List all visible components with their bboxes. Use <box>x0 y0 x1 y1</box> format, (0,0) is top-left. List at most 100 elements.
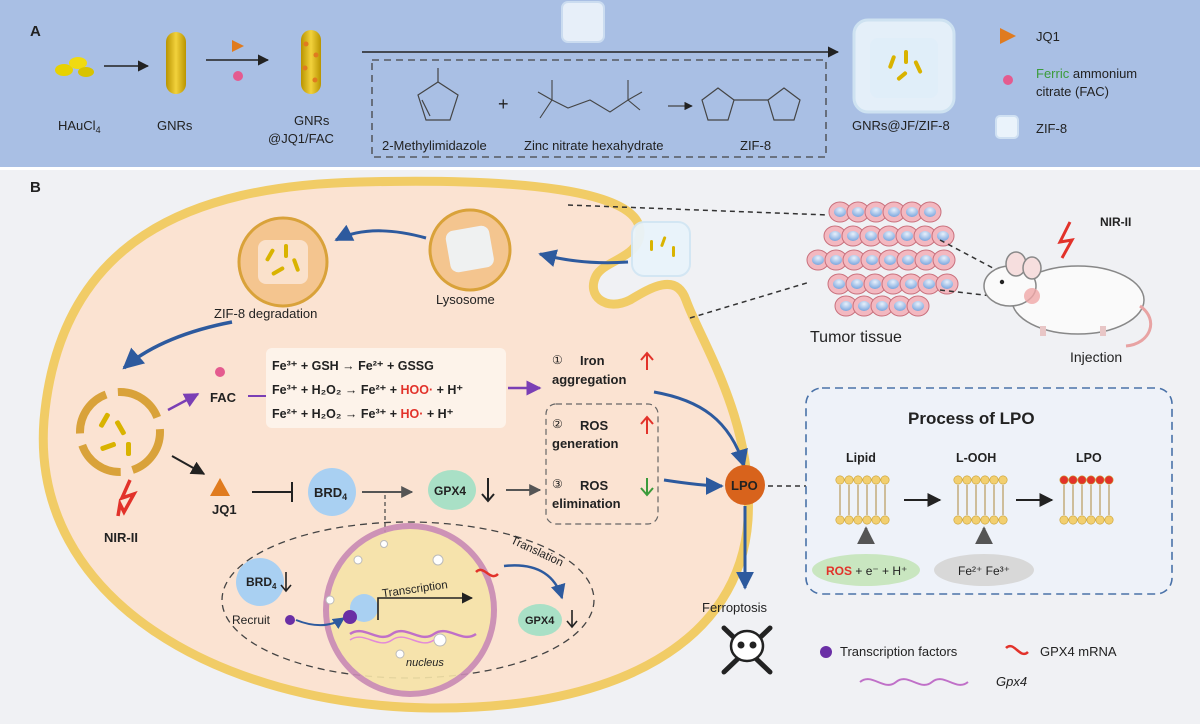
arrow-ros-to-lpo <box>663 476 724 495</box>
gene-wave-2 <box>349 636 435 644</box>
lipid-bilayer-head <box>835 475 845 485</box>
gene-wave <box>349 629 477 639</box>
tumor-cell-nucleus <box>870 207 882 217</box>
looh-bilayer-head <box>998 515 1008 525</box>
arrow-to-fac <box>167 392 200 412</box>
lpo-bilayer-head <box>1077 515 1087 525</box>
released-gnr-ring <box>76 388 164 476</box>
legend-gene-label: Gpx4 <box>996 674 1027 689</box>
fac-icon-b <box>215 367 225 377</box>
step3-number: ③ <box>552 477 563 491</box>
transcription-arrow <box>377 592 474 620</box>
dash-cell-to-tumor-bottom <box>689 281 811 319</box>
cell-membrane <box>38 176 753 713</box>
arrow-lysosome-to-degradation <box>334 224 427 242</box>
legend-gene-icon <box>859 678 969 686</box>
looh-label: L-OOH <box>956 451 996 465</box>
loaded-drug-dots <box>302 41 319 83</box>
equation-2: Fe³⁺ + H₂O₂ → Fe²⁺ + HOO· + H⁺ <box>272 383 463 397</box>
lipid-bilayer-head <box>871 475 881 485</box>
lipid-bilayers <box>835 475 1114 525</box>
lpo-bilayer-head <box>1086 475 1096 485</box>
lipid-bilayer-head <box>835 515 845 525</box>
zif8-cube-top <box>561 1 605 43</box>
lpo-bilayer-head <box>1068 515 1078 525</box>
legend-jq1-label: JQ1 <box>1036 29 1060 44</box>
gpx4-nucleus-down-arrow <box>566 610 578 629</box>
step1-title: Iron <box>580 353 605 368</box>
legend-mrna-label: GPX4 mRNA <box>1040 644 1117 659</box>
nir-mouse-label: NIR-II <box>1100 215 1131 229</box>
gpx4-label: GPX4 <box>434 484 466 498</box>
legend-mrna-icon <box>1005 644 1029 656</box>
tf-bound <box>343 610 357 624</box>
gnr-loaded-rod <box>301 30 321 94</box>
tumor-cell-nucleus <box>919 231 931 241</box>
lpo-end-label: LPO <box>1076 451 1102 465</box>
step1-number: ① <box>552 353 563 367</box>
brd4-nucleus-circle <box>236 558 284 606</box>
lpo-bilayer-head <box>1104 515 1114 525</box>
ros-down-arrow <box>640 478 654 497</box>
looh-bilayer-head <box>962 515 972 525</box>
tumor-cell-nucleus <box>876 301 888 311</box>
tumor-cell-nucleus <box>852 207 864 217</box>
lipid-bilayer-head <box>844 515 854 525</box>
legend-fac-label-2: citrate (FAC) <box>1036 84 1109 99</box>
injection-label: Injection <box>1070 349 1122 365</box>
zif8-structure <box>701 87 801 121</box>
step2-number: ② <box>552 417 563 431</box>
tumor-cell-nucleus <box>938 255 950 265</box>
tumor-cluster <box>806 201 959 317</box>
lpo-bilayer-head <box>1068 475 1078 485</box>
legend-jq1-icon <box>1000 28 1016 44</box>
lpo-node-label: LPO <box>731 478 758 493</box>
tumor-cell-nucleus <box>884 255 896 265</box>
methylimidazole-structure <box>417 68 459 121</box>
lpo-bilayer-head <box>1095 515 1105 525</box>
arrow-iron-to-lpo <box>653 390 748 468</box>
nucleus <box>323 523 497 697</box>
legend-tf-dot <box>820 646 832 658</box>
tumor-cell-nucleus <box>941 279 953 289</box>
gnrs-jq-label-2: @JQ1/FAC <box>268 131 334 146</box>
nir-laser-icon <box>116 479 138 517</box>
legend-fac-icon <box>1003 75 1013 85</box>
product-label: ZIF-8 <box>740 138 771 153</box>
panel-a-letter: A <box>30 23 41 40</box>
legend-zif8-icon <box>995 115 1019 139</box>
fe-oval <box>934 554 1034 586</box>
jq1-icon <box>232 40 244 52</box>
step3-title: ROS <box>580 478 609 493</box>
looh-bilayer-head <box>962 475 972 485</box>
gnrs-label: GNRs <box>157 118 193 133</box>
lysosome <box>428 208 512 292</box>
lpo-bilayer-head <box>1086 515 1096 525</box>
equations-box <box>266 348 506 428</box>
tumor-cell-nucleus <box>851 279 863 289</box>
arrow-to-jq1 <box>171 455 206 475</box>
tumor-cell-nucleus <box>888 207 900 217</box>
tumor-cell-nucleus <box>847 231 859 241</box>
tumor-label: Tumor tissue <box>810 329 902 346</box>
tumor-cell-nucleus <box>937 231 949 241</box>
gpx4-nucleus-label: GPX4 <box>525 615 555 627</box>
brd4-down-arrow <box>280 572 292 593</box>
arrow-degradation-to-release <box>122 320 233 370</box>
brd4-label: BRD4 <box>314 485 347 502</box>
looh-bilayer-head <box>971 515 981 525</box>
lipid-bilayer-head <box>862 515 872 525</box>
lipid-bilayer-head <box>853 515 863 525</box>
lpo-bilayer-head <box>1059 475 1069 485</box>
nucleus-label: nucleus <box>406 657 444 669</box>
haucl4-label: HAuCl4 <box>58 118 101 135</box>
skull-icon <box>721 625 773 675</box>
lpo-bilayer-head <box>1095 475 1105 485</box>
jq1-icon-b <box>210 478 230 496</box>
looh-bilayer-head <box>998 475 1008 485</box>
nir-mouse-laser-icon <box>1057 221 1075 259</box>
equation-1: Fe³⁺ + GSH → Fe²⁺ + GSSG <box>272 359 434 373</box>
arrow-recruit <box>295 617 345 629</box>
recruit-label: Recruit <box>232 613 271 627</box>
